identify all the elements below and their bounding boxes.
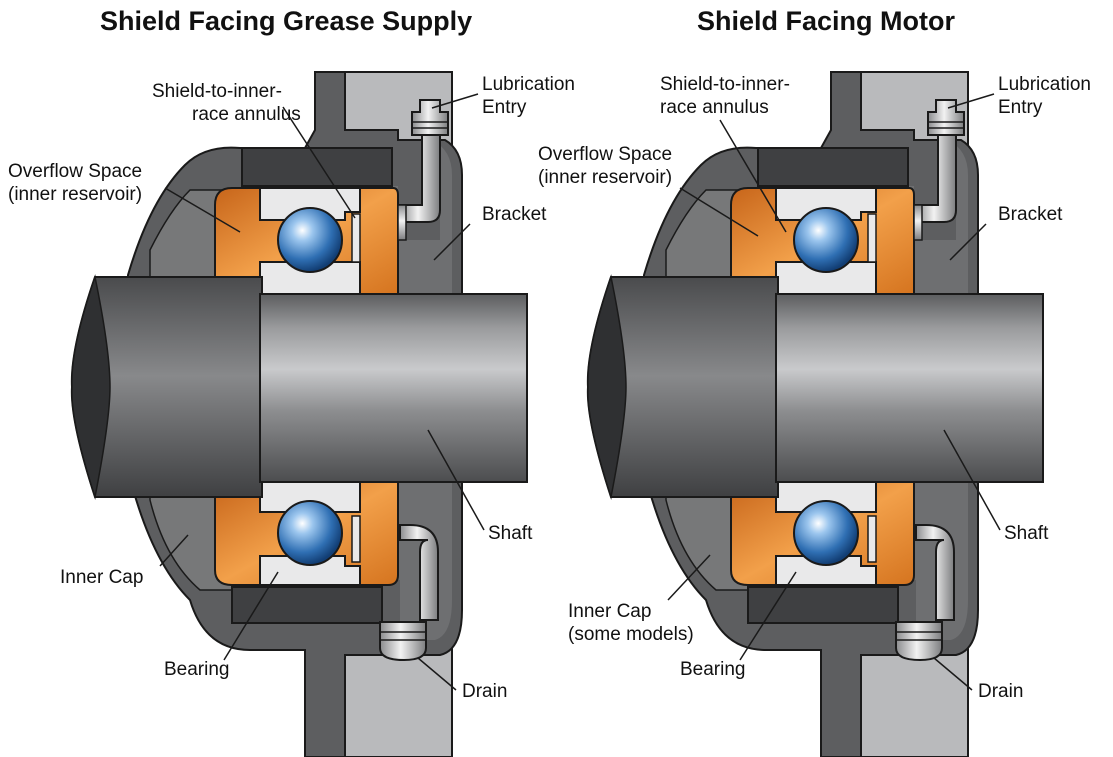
leader-lines-right [667,93,1001,691]
label-drain-left: Drain [462,681,508,702]
label-drain-right: Drain [978,681,1024,702]
label-lubrication-entry-right: Lubrication Entry [998,74,1091,118]
label-bearing-left: Bearing [164,659,230,680]
label-shield-annulus-right: Shield-to-inner- race annulus [660,74,790,118]
panel-title-grease-supply: Shield Facing Grease Supply [100,6,473,36]
label-inner-cap-left: Inner Cap [60,567,144,588]
leader-lines-left [159,93,485,691]
label-shaft-right: Shaft [1004,523,1049,544]
label-overflow-space-right: Overflow Space (inner reservoir) [538,144,673,188]
label-shaft-left: Shaft [488,523,533,544]
panel-title-motor: Shield Facing Motor [697,6,956,36]
label-shield-annulus-left: Shield-to-inner- race annulus [152,81,301,125]
label-bearing-right: Bearing [680,659,746,680]
label-inner-cap-right: Inner Cap (some models) [568,601,694,645]
label-bracket-right: Bracket [998,204,1063,225]
label-lubrication-entry-left: Lubrication Entry [482,74,575,118]
label-bracket-left: Bracket [482,204,547,225]
label-overflow-space-left: Overflow Space (inner reservoir) [8,161,143,205]
